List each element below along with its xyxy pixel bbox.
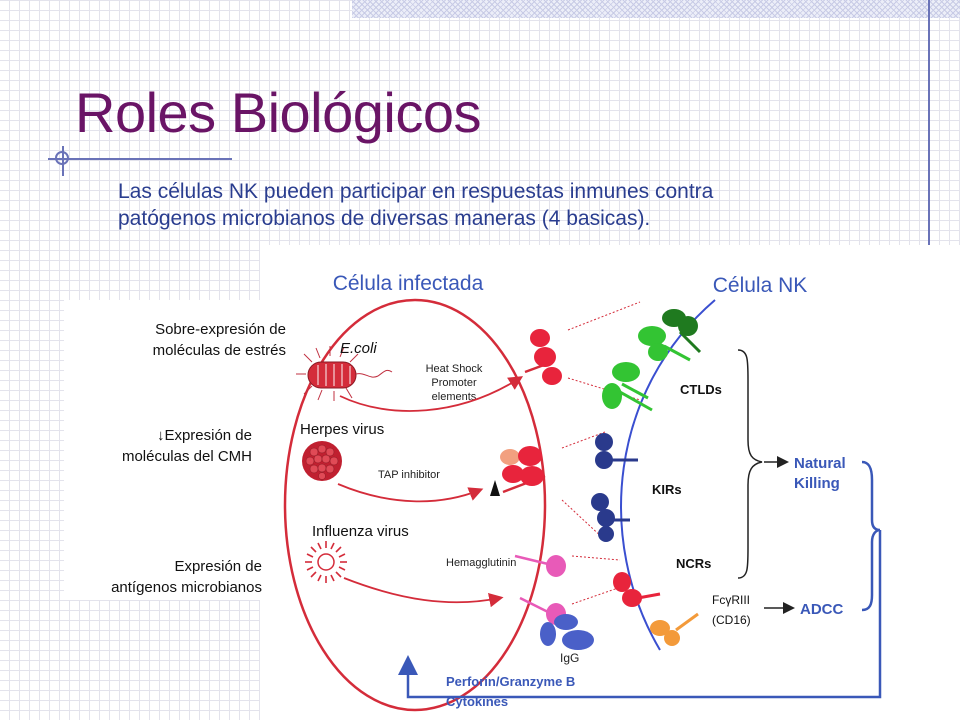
ctld-receptor-green-2-icon <box>602 362 653 412</box>
bullet-line-2: patógenos microbianos de diversas manera… <box>118 207 651 230</box>
ecoli-bacterium-icon <box>296 346 393 401</box>
slide-title: Roles Biológicos <box>75 81 481 144</box>
label-mhc-line-2: moléculas del CMH <box>122 448 252 465</box>
label-stress-line-2: moléculas de estrés <box>153 342 286 359</box>
header-infected-cell: Célula infectada <box>333 272 484 295</box>
heat-shock-line-1: Heat Shock <box>426 363 483 375</box>
fcgr-label-line-1: FcγRIII <box>712 593 750 607</box>
label-antigen-line-2: antígenos microbianos <box>111 579 262 596</box>
outcome-brace <box>861 460 881 612</box>
igg-antibody-icon <box>540 614 594 650</box>
ctld-receptor-dark-green-icon <box>662 309 702 354</box>
effectors-line-1: Perforin/Granzyme B <box>446 674 575 689</box>
mhc-molecule-icon <box>500 446 546 494</box>
infected-cell-membrane <box>283 298 547 712</box>
dotted-connector-5 <box>571 555 621 561</box>
dotted-connector-4 <box>561 499 606 541</box>
tap-inhibitor-icon <box>490 480 500 496</box>
fcgr-receptor-icon <box>650 612 699 646</box>
ncr-receptor-icon <box>613 572 661 607</box>
arrow-influenza-to-hemagglutinin <box>343 577 504 608</box>
herpes-virus-icon <box>302 441 342 481</box>
igg-label: IgG <box>560 651 579 665</box>
slide-bullet-text: Las células NK pueden participar en resp… <box>118 178 918 232</box>
title-circle-ornament <box>55 151 69 165</box>
bullet-line-1: Las células NK pueden participar en resp… <box>118 180 714 203</box>
stress-ligand-icon <box>524 329 562 385</box>
title-underline <box>48 158 232 160</box>
heat-shock-line-2: Promoter <box>431 377 477 389</box>
ctld-receptor-green-1-icon <box>638 326 691 362</box>
pathogen-ecoli-label: E.coli <box>340 340 377 357</box>
influenza-virus-icon <box>305 541 347 583</box>
header-nk-cell: Célula NK <box>713 274 808 297</box>
kir-receptor-2-icon <box>591 493 630 542</box>
hemagglutinin-label: Hemagglutinin <box>446 557 516 569</box>
label-mhc-line-1: ↓Expresión de <box>157 427 252 444</box>
left-label-panel <box>64 300 274 600</box>
fcgr-label-line-2: (CD16) <box>712 613 751 627</box>
natural-killing-line-1: Natural <box>794 455 846 472</box>
label-antigen-line-1: Expresión de <box>174 558 262 575</box>
kirs-label: KIRs <box>652 482 682 497</box>
label-stress-line-1: Sobre-expresión de <box>155 321 286 338</box>
ncrs-label: NCRs <box>676 556 711 571</box>
figure-background <box>260 245 960 720</box>
kir-receptor-1-icon <box>595 433 638 469</box>
right-decorative-rule <box>928 0 930 246</box>
adcc-label: ADCC <box>800 601 843 618</box>
effector-feedback-loop <box>398 530 882 699</box>
natural-killing-line-2: Killing <box>794 475 840 492</box>
receptor-brace <box>737 349 763 579</box>
hemagglutinin-molecule-icon <box>514 554 566 625</box>
pathogen-herpes-label: Herpes virus <box>300 421 384 438</box>
pathogen-influenza-label: Influenza virus <box>312 523 409 540</box>
ctlds-label: CTLDs <box>680 382 722 397</box>
dotted-connector-6 <box>571 587 619 605</box>
dotted-connector-1 <box>567 301 641 331</box>
top-decorative-band <box>352 0 960 18</box>
tap-inhibitor-label: TAP inhibitor <box>378 469 440 481</box>
heat-shock-line-3: elements <box>432 391 477 403</box>
arrow-ecoli-to-stress-ligand <box>339 376 524 412</box>
effectors-line-2: Cytokines <box>446 694 508 709</box>
arrow-herpes-to-mhc <box>337 483 484 503</box>
